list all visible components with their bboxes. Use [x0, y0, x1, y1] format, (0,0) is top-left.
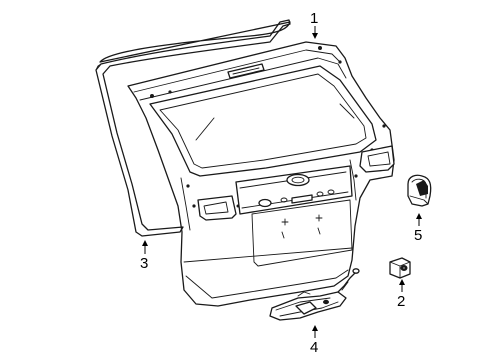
callout-4: 4 — [310, 325, 318, 356]
callout-3-label: 3 — [140, 255, 148, 272]
callout-1-label: 1 — [310, 10, 318, 27]
callout-5-label: 5 — [414, 227, 422, 244]
callout-4-label: 4 — [310, 339, 318, 356]
lamp-cap — [407, 174, 432, 207]
bumper-stop — [389, 257, 411, 279]
callout-1: 1 — [310, 10, 318, 39]
weatherstrip-seal — [95, 19, 291, 237]
lock-actuator — [269, 268, 360, 321]
lift-gate — [127, 41, 395, 307]
callout-2: 2 — [397, 279, 405, 310]
callout-2-label: 2 — [397, 293, 405, 310]
callout-3: 3 — [140, 240, 148, 272]
callout-5: 5 — [414, 213, 422, 244]
